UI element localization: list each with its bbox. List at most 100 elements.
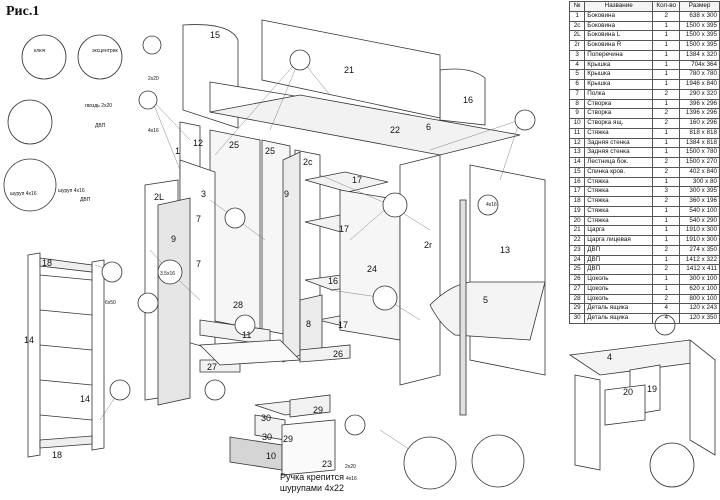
- detail-small-15: [344, 414, 366, 436]
- cell-qty: 1: [652, 176, 681, 188]
- label-2L: 2L: [154, 192, 164, 202]
- callout-1: гвоздь 2х20: [85, 103, 112, 109]
- cell-name: Боковина: [584, 20, 654, 32]
- cell-size: 1500 x 395: [679, 40, 720, 51]
- cell-qty: 1: [652, 59, 681, 71]
- cell-qty: 2: [652, 264, 681, 275]
- callout-6: 4х16: [148, 128, 159, 134]
- label-25a: 25: [229, 140, 239, 150]
- cell-size: 120 x 243: [679, 303, 720, 314]
- cell-name: Стяжка: [584, 196, 654, 207]
- detail-small-13: [234, 314, 256, 336]
- cell-qty: 4: [652, 313, 681, 324]
- detail-small-1: [142, 35, 162, 55]
- label-24: 24: [367, 264, 377, 274]
- cell-number: 2L: [568, 30, 586, 41]
- header-name: Название: [584, 1, 654, 12]
- cell-number: 27: [568, 283, 586, 295]
- cell-size: 638 x 300: [679, 10, 720, 22]
- cell-qty: 2: [652, 108, 681, 119]
- cell-size: 1500 x 395: [679, 30, 720, 41]
- header-number: №: [568, 1, 586, 12]
- label-10: 10: [266, 451, 276, 461]
- cell-qty: 1: [652, 283, 681, 295]
- cell-number: 2r: [568, 40, 586, 51]
- cell-name: Створка: [584, 98, 654, 110]
- cell-qty: 2: [652, 10, 681, 22]
- callout-10: 4х16: [486, 202, 497, 208]
- callout-texts: ключ эксцентрик гвоздь 2х20 ДВП шуруп 4х…: [10, 48, 497, 482]
- detail-small-14: [204, 379, 226, 401]
- callout-3: эксцентрик: [92, 48, 119, 54]
- cell-name: Крышка: [584, 59, 654, 71]
- label-7b: 7: [196, 259, 201, 269]
- part-18-bottom: [39, 435, 93, 449]
- cell-name: Стяжка: [584, 205, 654, 217]
- cell-size: 120 x 350: [679, 313, 720, 324]
- cell-size: 396 x 296: [679, 98, 720, 110]
- label-8: 8: [306, 319, 311, 329]
- cell-name: Цоколь: [584, 274, 654, 285]
- cell-number: 17: [568, 186, 586, 197]
- cell-name: Боковина R: [584, 40, 654, 51]
- callout-2: ДВП: [95, 123, 106, 129]
- cell-qty: 1: [652, 40, 681, 51]
- cell-size: 1500 x 270: [679, 157, 720, 168]
- cell-number: 8: [568, 98, 586, 110]
- cell-qty: 2: [652, 244, 681, 256]
- cell-qty: 2: [652, 293, 681, 305]
- cell-size: 160 x 296: [679, 118, 720, 129]
- cell-name: Деталь ящика: [584, 313, 654, 324]
- cell-name: Царга: [584, 225, 654, 236]
- cell-name: Полка: [584, 88, 654, 100]
- cell-size: 540 x 290: [679, 215, 720, 227]
- cell-qty: 1: [652, 69, 681, 80]
- part-6: [209, 94, 521, 156]
- cell-name: ДВП: [584, 264, 654, 275]
- cell-name: Цоколь: [584, 293, 654, 305]
- label-14a: 14: [24, 335, 34, 345]
- cell-number: 10: [568, 118, 586, 129]
- label-15b: 16: [463, 95, 473, 105]
- cell-number: 15: [568, 166, 586, 178]
- cell-number: 7: [568, 88, 586, 100]
- part-2r: [399, 154, 441, 386]
- cell-number: 20: [568, 215, 586, 227]
- part-11: [199, 339, 301, 366]
- cell-number: 28: [568, 293, 586, 305]
- cell-number: 30: [568, 313, 586, 324]
- assembly-diagram: ключ эксцентрик гвоздь 2х20 ДВП шуруп 4х…: [3, 19, 570, 490]
- cell-qty: 2: [652, 166, 681, 178]
- label-12: 12: [193, 138, 203, 148]
- cell-name: Задняя стенка: [584, 147, 654, 158]
- label-29b: 29: [283, 434, 293, 444]
- cell-name: Царга лицевая: [584, 235, 654, 246]
- cell-size: 290 x 320: [679, 88, 720, 100]
- label-22: 22: [390, 125, 400, 135]
- support-pole: [459, 199, 467, 416]
- cell-size: 1384 x 320: [679, 49, 720, 61]
- callout-5: 2х20: [148, 76, 159, 82]
- part-26: [299, 344, 351, 363]
- label-30a: 30: [261, 413, 271, 423]
- cell-name: Лестница бок.: [584, 157, 654, 168]
- cell-qty: 2: [652, 88, 681, 100]
- cell-number: 2с: [568, 20, 586, 32]
